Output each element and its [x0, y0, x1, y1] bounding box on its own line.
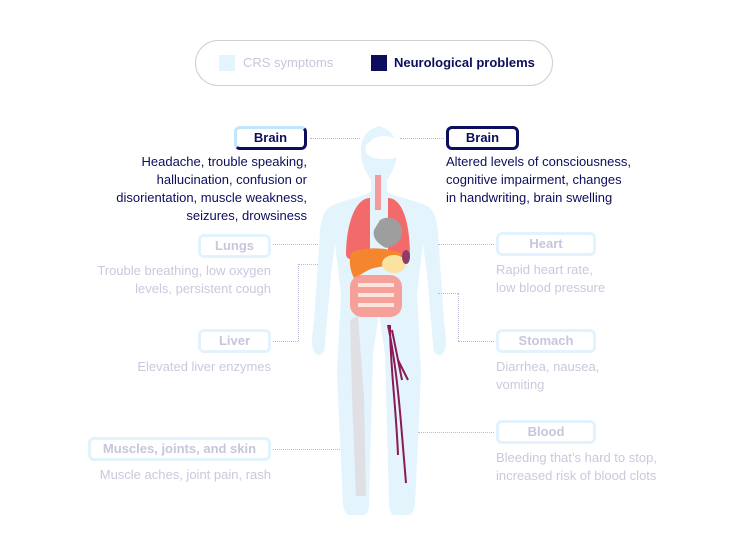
label-stomach: Stomach — [496, 329, 596, 353]
connector-stomach-top — [438, 293, 458, 294]
heart-icon — [373, 217, 402, 248]
neuro-swatch — [371, 55, 387, 71]
stomach-symptoms: Diarrhea, nausea, vomiting — [496, 359, 600, 392]
connector-stomach — [458, 341, 494, 342]
body-silhouette — [312, 126, 446, 515]
connector-heart — [438, 244, 494, 245]
legend: CRS symptoms Neurological problems — [195, 40, 553, 86]
brain-crs-symptoms: Headache, trouble speaking, hallucinatio… — [116, 154, 307, 223]
connector-liver-top — [298, 264, 318, 265]
connector-muscles — [273, 449, 340, 450]
label-muscles-joints-skin: Muscles, joints, and skin — [88, 437, 271, 461]
label-brain-crs: Brain — [234, 126, 307, 150]
connector-liver-vertical — [298, 264, 299, 341]
liver-icon — [349, 248, 402, 278]
crs-swatch — [219, 55, 235, 71]
lungs-symptoms: Trouble breathing, low oxygen levels, pe… — [97, 263, 271, 296]
connector-brain-right — [400, 138, 444, 139]
label-blood: Blood — [496, 420, 596, 444]
label-lungs: Lungs — [198, 234, 271, 258]
label-brain-neuro: Brain — [446, 126, 519, 150]
heart-symptoms: Rapid heart rate, low blood pressure — [496, 262, 606, 295]
human-body-figure — [312, 126, 446, 515]
spleen-icon — [402, 250, 410, 264]
blood-symptoms: Bleeding that’s hard to stop, increased … — [496, 450, 657, 483]
muscles-symptoms: Muscle aches, joint pain, rash — [99, 467, 271, 482]
brain-neuro-symptoms: Altered levels of consciousness, cogniti… — [446, 154, 631, 205]
connector-stomach-vertical — [458, 293, 459, 341]
crs-legend-label: CRS symptoms — [243, 55, 334, 70]
bones-icon — [350, 316, 366, 496]
connector-liver — [273, 341, 298, 342]
brain-icon — [365, 136, 403, 159]
label-heart: Heart — [496, 232, 596, 256]
stomach-icon — [382, 255, 406, 273]
connector-brain-left — [310, 138, 360, 139]
neuro-legend-label: Neurological problems — [394, 55, 535, 70]
label-liver: Liver — [198, 329, 271, 353]
trachea — [375, 175, 381, 210]
connector-blood — [418, 432, 494, 433]
blood-vessels-icon — [387, 324, 409, 484]
liver-symptoms: Elevated liver enzymes — [137, 359, 271, 374]
connector-lungs — [273, 244, 318, 245]
